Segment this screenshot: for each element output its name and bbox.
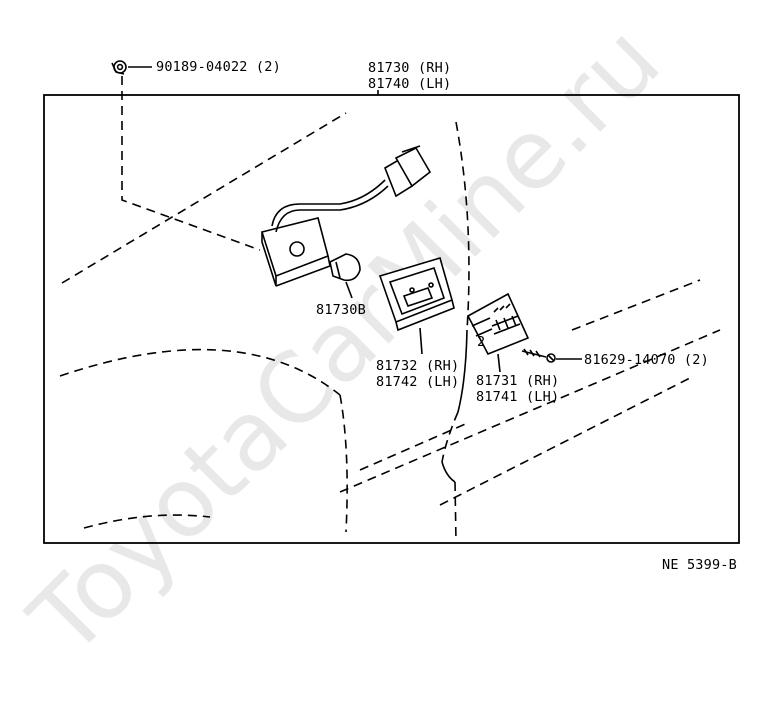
label-clip: 90189-04022 (2) <box>156 59 281 75</box>
lens-leader-line <box>497 353 501 373</box>
clip-icon <box>111 60 127 75</box>
lamp-housing-icon <box>378 257 455 332</box>
housing-leader-line <box>419 327 423 355</box>
label-screw: 81629-14070 (2) <box>584 352 709 368</box>
label-bulb: 81730B <box>316 302 366 318</box>
screw-icon <box>521 348 556 363</box>
clip-guide-line <box>121 76 261 251</box>
socket-with-harness-icon <box>260 145 432 287</box>
label-housing-lh: 81742 (LH) <box>376 374 459 390</box>
lamp-lens-icon: 2 <box>466 292 530 356</box>
label-lens-lh: 81741 (LH) <box>476 389 559 405</box>
label-housing-rh: 81732 (RH) <box>376 358 459 374</box>
label-assembly-rh: 81730 (RH) <box>368 60 451 76</box>
watermark-text: ToyotaCarMine.ru <box>8 4 681 677</box>
diagram-frame <box>43 94 740 544</box>
lens-marking: 2 <box>477 334 485 350</box>
bulb-icon <box>329 253 361 282</box>
label-assembly-lh: 81740 (LH) <box>368 76 451 92</box>
diagram-code: NE 5399-B <box>662 557 737 573</box>
bulb-leader-line <box>345 281 353 299</box>
vehicle-body-outline <box>59 112 721 543</box>
label-lens-rh: 81731 (RH) <box>476 373 559 389</box>
